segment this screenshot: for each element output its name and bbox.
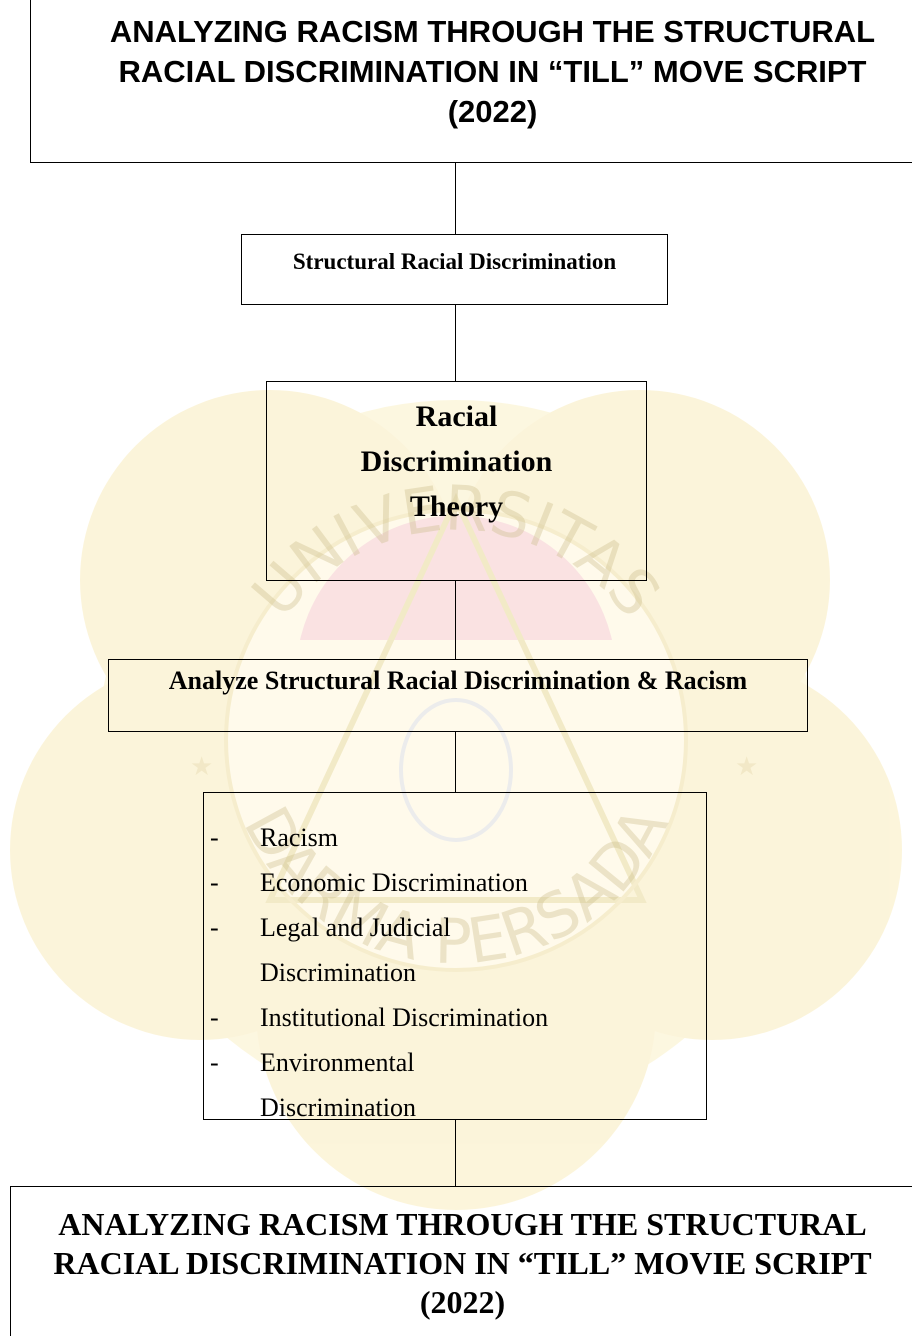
list-item-text: Environmental xyxy=(260,1048,415,1077)
list-item-text: Racism xyxy=(260,823,338,852)
footer-title-line-3: (2022) xyxy=(419,1284,506,1320)
connector-structural-to-theory xyxy=(455,305,456,381)
theory-label-line-1: Racial xyxy=(415,400,498,433)
list-item-text: Economic Discrimination xyxy=(260,868,528,897)
header-title-box: ANALYZING RACISM THROUGH THE STRUCTURAL … xyxy=(30,0,912,163)
discrimination-types-list: - Racism - Economic Discrimination - Leg… xyxy=(210,815,696,1130)
header-title-line-3: (2022) xyxy=(447,94,538,129)
list-item: - Environmental Discrimination xyxy=(210,1040,696,1130)
footer-title-line-1: ANALYZING RACISM THROUGH THE STRUCTURAL xyxy=(58,1206,867,1242)
analyze-box: Analyze Structural Racial Discrimination… xyxy=(108,659,808,732)
list-bullet: - xyxy=(210,868,219,897)
structural-discrimination-label: Structural Racial Discrimination xyxy=(292,249,617,274)
connector-theory-to-analyze xyxy=(455,581,456,659)
footer-title: ANALYZING RACISM THROUGH THE STRUCTURAL … xyxy=(11,1205,912,1322)
theory-label-line-3: Theory xyxy=(409,490,504,523)
racial-discrimination-theory-box: Racial Discrimination Theory xyxy=(266,381,647,581)
svg-text:★: ★ xyxy=(190,752,213,782)
footer-title-box: ANALYZING RACISM THROUGH THE STRUCTURAL … xyxy=(10,1186,912,1336)
header-title-line-2: RACIAL DISCRIMINATION IN “TILL” MOVE SCR… xyxy=(118,54,867,89)
list-bullet: - xyxy=(210,823,219,852)
discrimination-types-box: - Racism - Economic Discrimination - Leg… xyxy=(203,792,707,1122)
list-item: - Economic Discrimination xyxy=(210,860,696,905)
connector-title-to-structural xyxy=(455,163,456,234)
list-item: - Legal and Judicial Discrimination xyxy=(210,905,696,995)
list-bullet: - xyxy=(210,1048,219,1077)
theory-label: Racial Discrimination Theory xyxy=(327,394,586,529)
header-title: ANALYZING RACISM THROUGH THE STRUCTURAL … xyxy=(71,12,912,132)
connector-analyze-to-list xyxy=(455,732,456,792)
theory-label-line-2: Discrimination xyxy=(360,445,553,478)
list-item: - Institutional Discrimination xyxy=(210,995,696,1040)
analyze-label: Analyze Structural Racial Discrimination… xyxy=(168,666,748,695)
list-bullet: - xyxy=(210,1003,219,1032)
connector-list-to-footer xyxy=(455,1120,456,1186)
structural-discrimination-box: Structural Racial Discrimination xyxy=(241,234,668,305)
header-title-line-1: ANALYZING RACISM THROUGH THE STRUCTURAL xyxy=(109,14,876,49)
list-item-continuation: Discrimination xyxy=(260,1093,416,1122)
footer-title-line-2: RACIAL DISCRIMINATION IN “TILL” MOVIE SC… xyxy=(53,1245,872,1281)
list-item-text: Legal and Judicial xyxy=(260,913,451,942)
list-item-text: Institutional Discrimination xyxy=(260,1003,549,1032)
list-item: - Racism xyxy=(210,815,696,860)
list-item-continuation: Discrimination xyxy=(260,958,416,987)
list-bullet: - xyxy=(210,913,219,942)
svg-text:★: ★ xyxy=(735,752,758,782)
